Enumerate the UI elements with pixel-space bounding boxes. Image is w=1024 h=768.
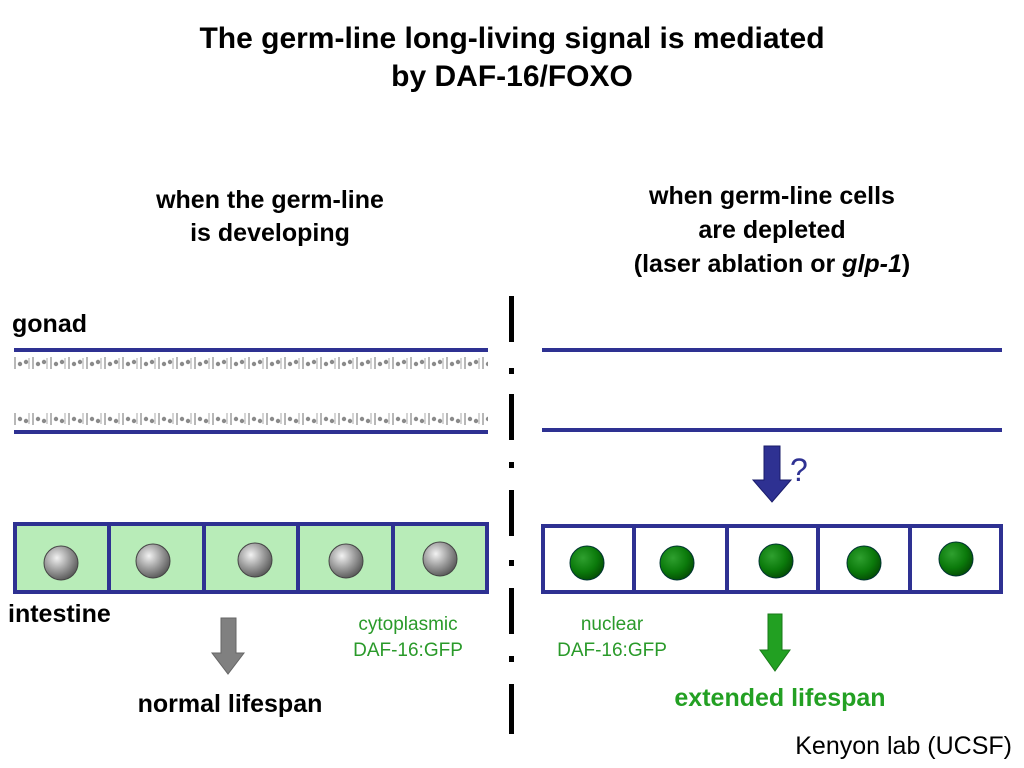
- slide-title: The germ-line long-living signal is medi…: [0, 20, 1024, 96]
- left-panel-heading: when the germ-line is developing: [90, 184, 450, 250]
- nucleus-icon: [659, 545, 695, 581]
- germ-cells-bottom-row: [14, 412, 488, 426]
- nucleus-icon: [43, 545, 79, 581]
- nucleus-icon: [938, 541, 974, 577]
- right-panel-heading: when germ-line cells are depleted (laser…: [572, 179, 972, 281]
- left-heading-line-2: is developing: [190, 219, 350, 247]
- down-arrow-icon: [210, 617, 246, 675]
- title-line-1: The germ-line long-living signal is medi…: [199, 22, 825, 55]
- germ-cells-top-row: [14, 356, 488, 370]
- nucleus-icon: [135, 543, 171, 579]
- question-mark: ?: [790, 452, 808, 488]
- nuclear-line-1: nuclear: [580, 614, 644, 635]
- nuclear-line-2: DAF-16:GFP: [557, 640, 667, 661]
- heading-prefix: (laser ablation or: [633, 250, 843, 278]
- nucleus-icon: [846, 545, 882, 581]
- cytoplasmic-line-1: cytoplasmic: [358, 614, 458, 635]
- left-intestine: [13, 522, 489, 594]
- nucleus-icon: [422, 541, 458, 577]
- panel-divider: [509, 296, 514, 734]
- cytoplasmic-line-2: DAF-16:GFP: [353, 640, 463, 661]
- nucleus-icon: [569, 545, 605, 581]
- intestine-label: intestine: [8, 600, 111, 628]
- normal-lifespan-label: normal lifespan: [137, 690, 323, 718]
- credit-text: Kenyon lab (UCSF): [795, 732, 1012, 760]
- right-heading-line-2: are depleted: [698, 216, 846, 244]
- right-heading-line-3: (laser ablation or glp-1): [572, 247, 972, 281]
- right-gonad: [542, 348, 1002, 432]
- cytoplasmic-gfp-label: cytoplasmic DAF-16:GFP: [328, 612, 488, 664]
- left-heading-line-1: when the germ-line: [156, 186, 384, 214]
- gene-name: glp-1: [842, 250, 902, 278]
- gonad-label: gonad: [12, 310, 87, 338]
- right-heading-line-1: when germ-line cells: [649, 182, 895, 210]
- left-gonad: [14, 348, 488, 434]
- heading-suffix: ): [901, 250, 911, 278]
- down-arrow-icon: [759, 613, 791, 672]
- nucleus-icon: [758, 543, 794, 579]
- nucleus-icon: [328, 543, 364, 579]
- down-arrow-icon: [751, 445, 793, 503]
- right-intestine: [541, 524, 1003, 594]
- extended-lifespan-label: extended lifespan: [674, 684, 886, 712]
- nucleus-icon: [237, 542, 273, 578]
- title-line-2: by DAF-16/FOXO: [391, 60, 633, 93]
- nuclear-gfp-label: nuclear DAF-16:GFP: [532, 612, 692, 664]
